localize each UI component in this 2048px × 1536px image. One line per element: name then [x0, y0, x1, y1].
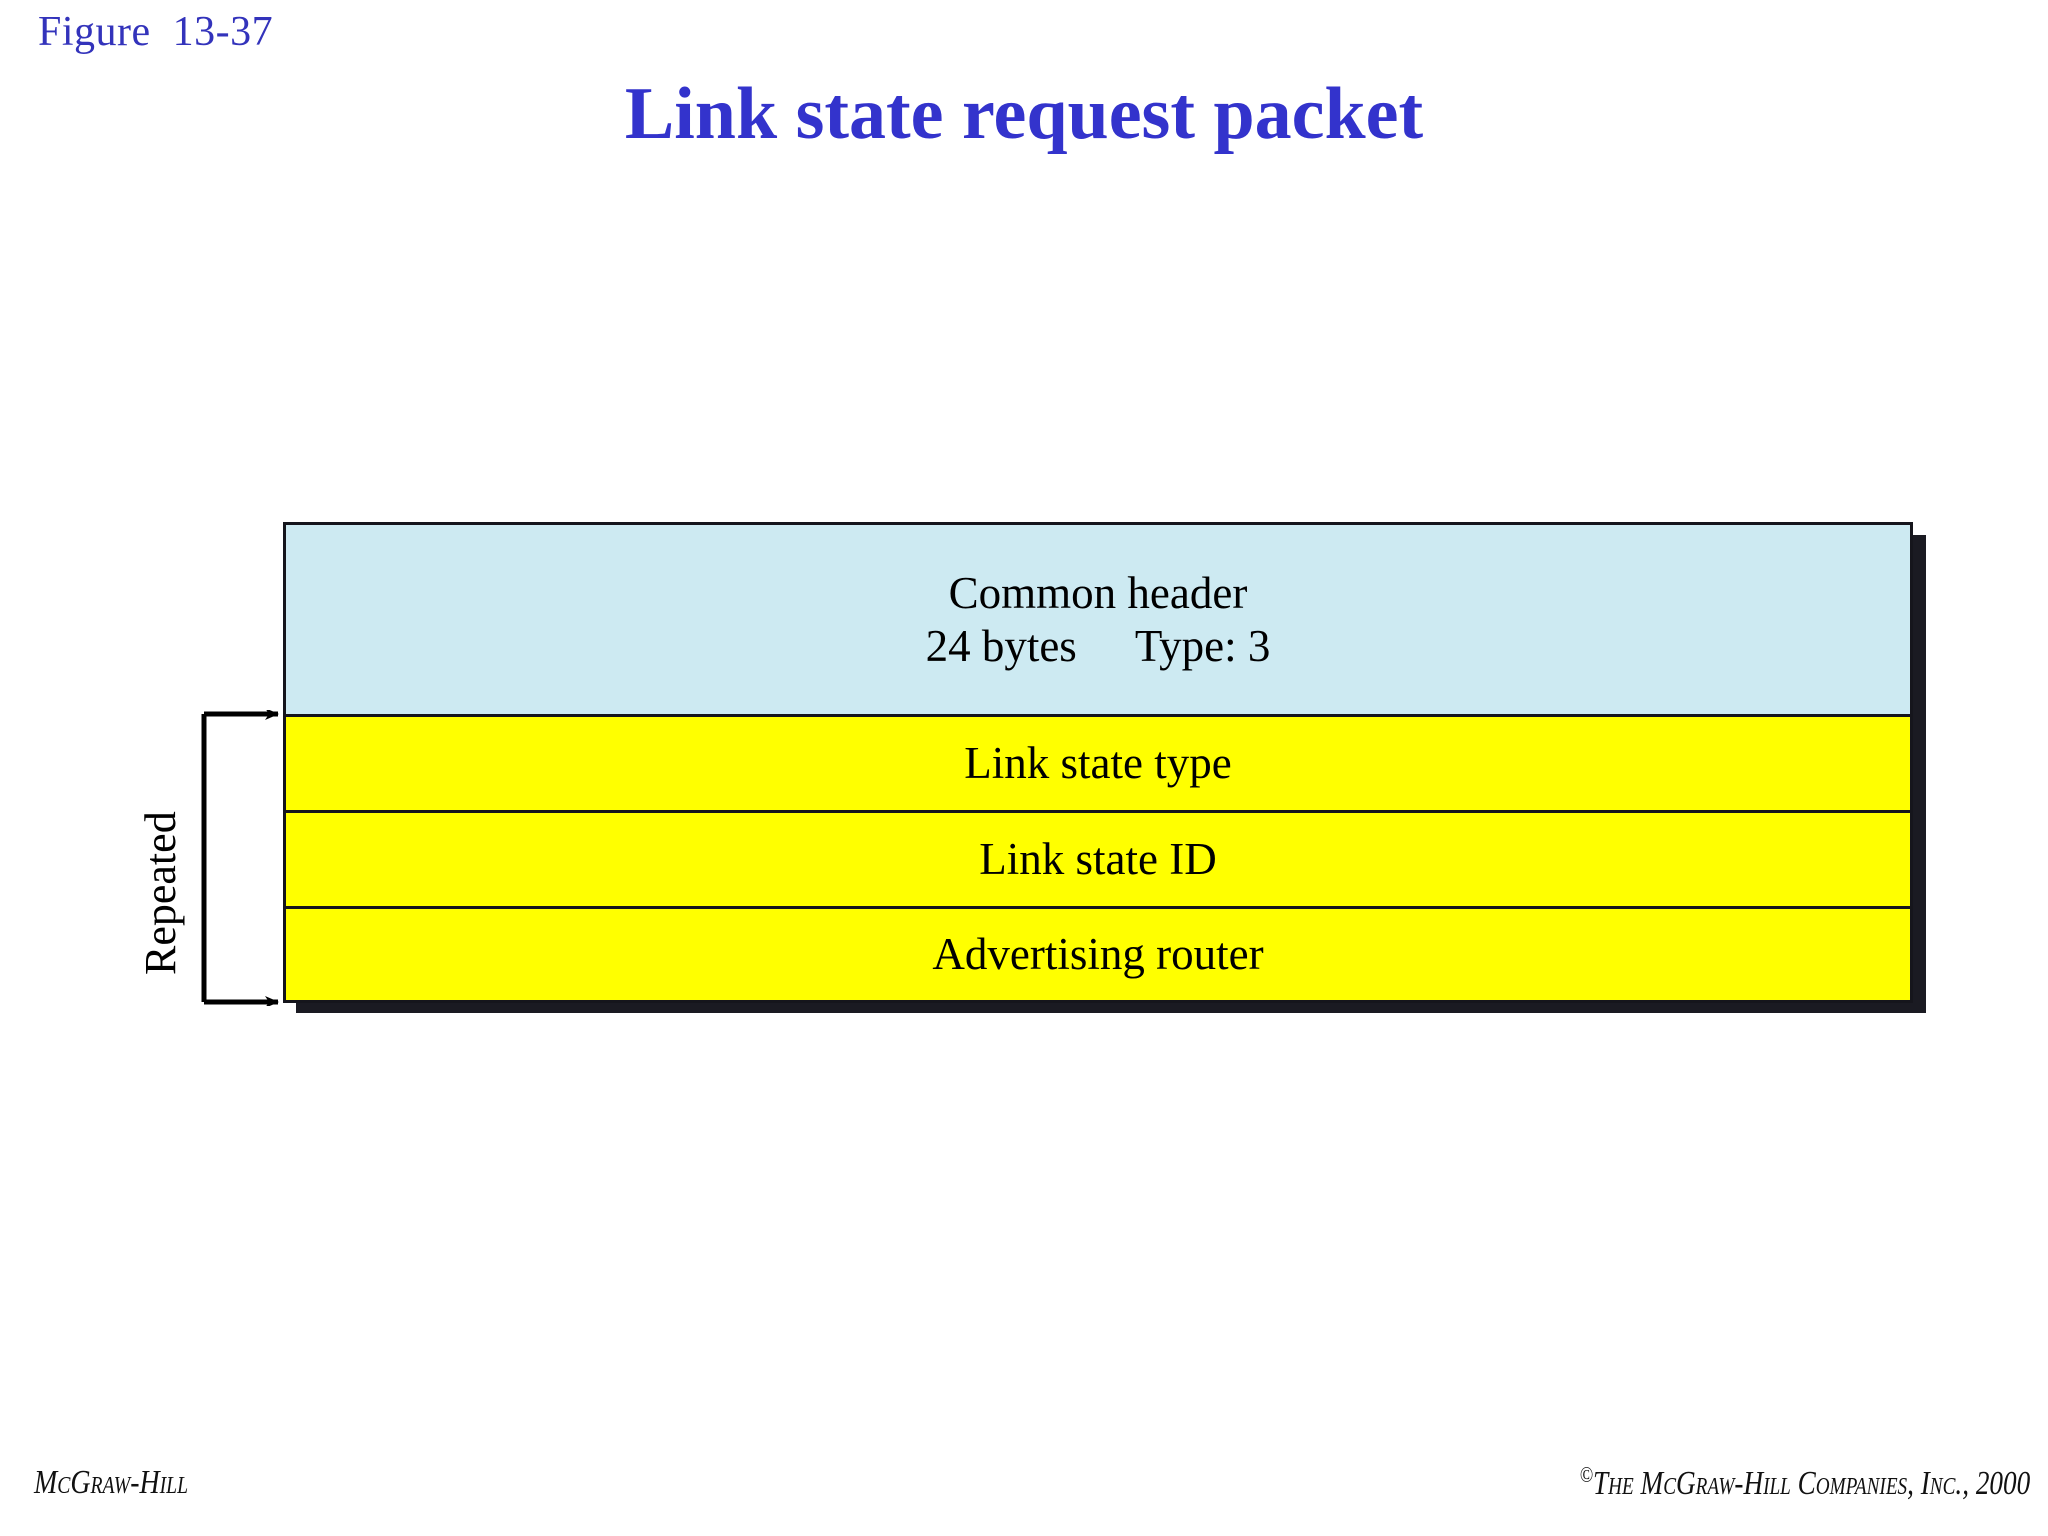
- packet-row-common-header: Common header 24 bytes Type: 3: [283, 522, 1913, 717]
- link-state-id-label: Link state ID: [979, 834, 1217, 885]
- repeated-bracket-icon: [201, 710, 279, 1006]
- common-header-detail: 24 bytes Type: 3: [926, 621, 1271, 671]
- figure-label: Figure 13-37: [38, 9, 274, 55]
- copyright-icon: ©: [1579, 1462, 1593, 1487]
- common-header-bytes: 24 bytes: [925, 621, 1077, 671]
- packet-row-link-state-type: Link state type: [283, 714, 1913, 813]
- footer-publisher: McGraw-Hill: [34, 1464, 189, 1501]
- packet-row-advertising-router: Advertising router: [283, 906, 1913, 1003]
- packet-diagram: Common header 24 bytes Type: 3 Link state…: [283, 522, 1913, 1003]
- common-header-label: Common header: [948, 567, 1248, 618]
- footer-copyright: ©The McGraw-Hill Companies, Inc., 2000: [1579, 1462, 2030, 1503]
- packet-row-link-state-id: Link state ID: [283, 810, 1913, 909]
- page-title: Link state request packet: [624, 73, 1424, 155]
- common-header-type: Type: 3: [1134, 621, 1271, 671]
- repeated-label: Repeated: [136, 811, 185, 975]
- link-state-type-label: Link state type: [964, 738, 1232, 789]
- footer-copyright-text: The McGraw-Hill Companies, Inc., 2000: [1592, 1465, 2030, 1502]
- advertising-router-label: Advertising router: [932, 929, 1264, 980]
